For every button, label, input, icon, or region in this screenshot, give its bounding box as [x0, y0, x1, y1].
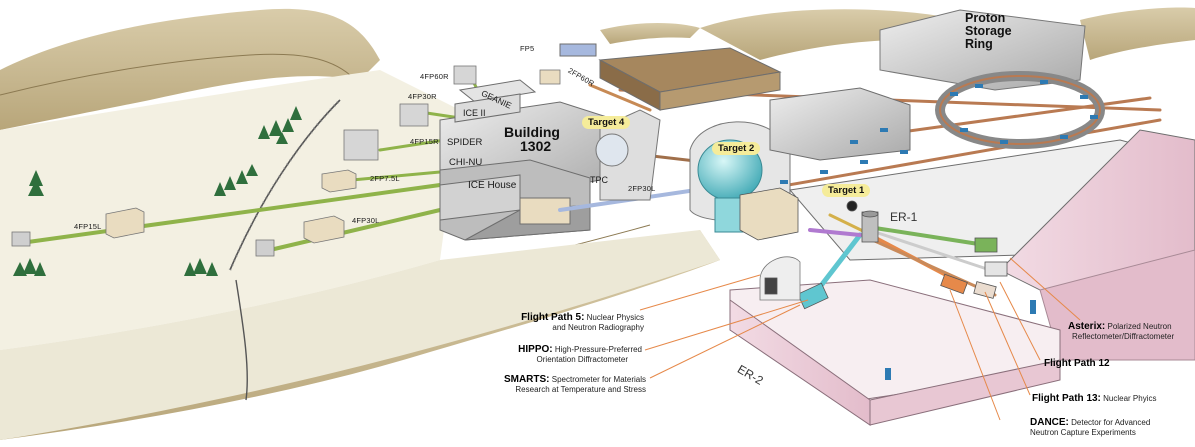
tpc-label: TPC — [590, 175, 608, 185]
fp5-label: FP5 — [520, 44, 535, 53]
trees — [13, 106, 302, 276]
callout-smarts-desc1: Spectrometer for Materials — [551, 375, 646, 384]
callout-fp5-title: Flight Path 5: — [521, 312, 585, 323]
callout-fp5-desc2: and Neutron Radiography — [552, 322, 644, 332]
callout-fp12: Flight Path 12 — [1044, 359, 1110, 369]
chinu-label: CHI-NU — [449, 157, 483, 168]
callout-dance-desc2: Neutron Capture Experiments — [1030, 427, 1136, 437]
target2-label: Target 2 — [712, 142, 761, 155]
callout-fp5: Flight Path 5: Nuclear Physics and Neutr… — [516, 313, 644, 332]
fp30l-east-label: 2FP30L — [628, 184, 656, 193]
ice-house-label: ICE House — [468, 180, 517, 191]
target1-label: Target 1 — [822, 184, 871, 197]
fp30r-label: 4FP30R — [408, 92, 437, 101]
callout-dance-title: DANCE: — [1030, 417, 1069, 428]
callout-asterix-title: Asterix: — [1068, 321, 1106, 332]
callout-smarts: SMARTS: Spectrometer for Materials Resea… — [468, 375, 646, 394]
fp15r-label: 4FP15R — [410, 137, 439, 146]
callout-smarts-desc2: Research at Temperature and Stress — [515, 384, 646, 394]
callout-dance: DANCE: Detector for Advanced Neutron Cap… — [1030, 418, 1150, 437]
callout-fp12-title: Flight Path 12 — [1044, 358, 1110, 369]
ice2-label: ICE II — [463, 108, 486, 118]
storage-ring-line3: Ring — [965, 37, 993, 51]
callout-dance-desc1: Detector for Advanced — [1071, 418, 1151, 427]
spider-label: SPIDER — [447, 137, 483, 148]
callout-hippo-desc1: High-Pressure-Preferred — [554, 345, 642, 354]
callout-fp13: Flight Path 13: Nuclear Phyics — [1032, 394, 1157, 404]
upper-hill — [0, 7, 1195, 130]
proton-storage-ring — [780, 9, 1105, 184]
callout-fp5-desc1: Nuclear Physics — [586, 313, 644, 322]
storage-ring-line1: Proton — [965, 11, 1006, 25]
callout-smarts-title: SMARTS: — [503, 374, 550, 385]
building-1302-line2: 1302 — [520, 138, 552, 154]
callout-hippo: HIPPO: High-Pressure-Preferred Orientati… — [508, 345, 642, 364]
callout-hippo-desc2: Orientation Diffractometer — [536, 354, 628, 364]
fence-line — [228, 98, 342, 401]
callout-asterix: Asterix: Polarized Neutron Reflectometer… — [1068, 322, 1174, 341]
callout-asterix-desc1: Polarized Neutron — [1107, 322, 1172, 331]
storage-ring-line2: Storage — [965, 24, 1012, 38]
storage-ring-label: Proton Storage Ring — [965, 12, 1012, 51]
target1-instruments — [739, 187, 1008, 310]
fp15l-label: 4FP15L — [74, 222, 102, 231]
callout-fp13-desc: Nuclear Phyics — [1103, 394, 1157, 403]
upper-buildings — [559, 43, 911, 161]
fp7-5l-label: 2FP7.5L — [370, 174, 400, 183]
target4-label: Target 4 — [582, 116, 631, 129]
callout-asterix-desc2: Reflectometer/Diffractometer — [1072, 331, 1175, 341]
callout-hippo-title: HIPPO: — [518, 344, 553, 355]
building-1302-label: Building 1302 — [504, 125, 560, 153]
west-huts — [11, 65, 561, 257]
er1-label: ER-1 — [890, 210, 918, 224]
callout-fp13-title: Flight Path 13: — [1032, 393, 1101, 404]
callout-lines — [639, 257, 1081, 421]
fp30l-label: 4FP30L — [352, 216, 380, 225]
building-1302-line1: Building — [504, 124, 560, 140]
fp60r-label: 4FP60R — [420, 72, 449, 81]
er2-hall — [729, 279, 1061, 426]
